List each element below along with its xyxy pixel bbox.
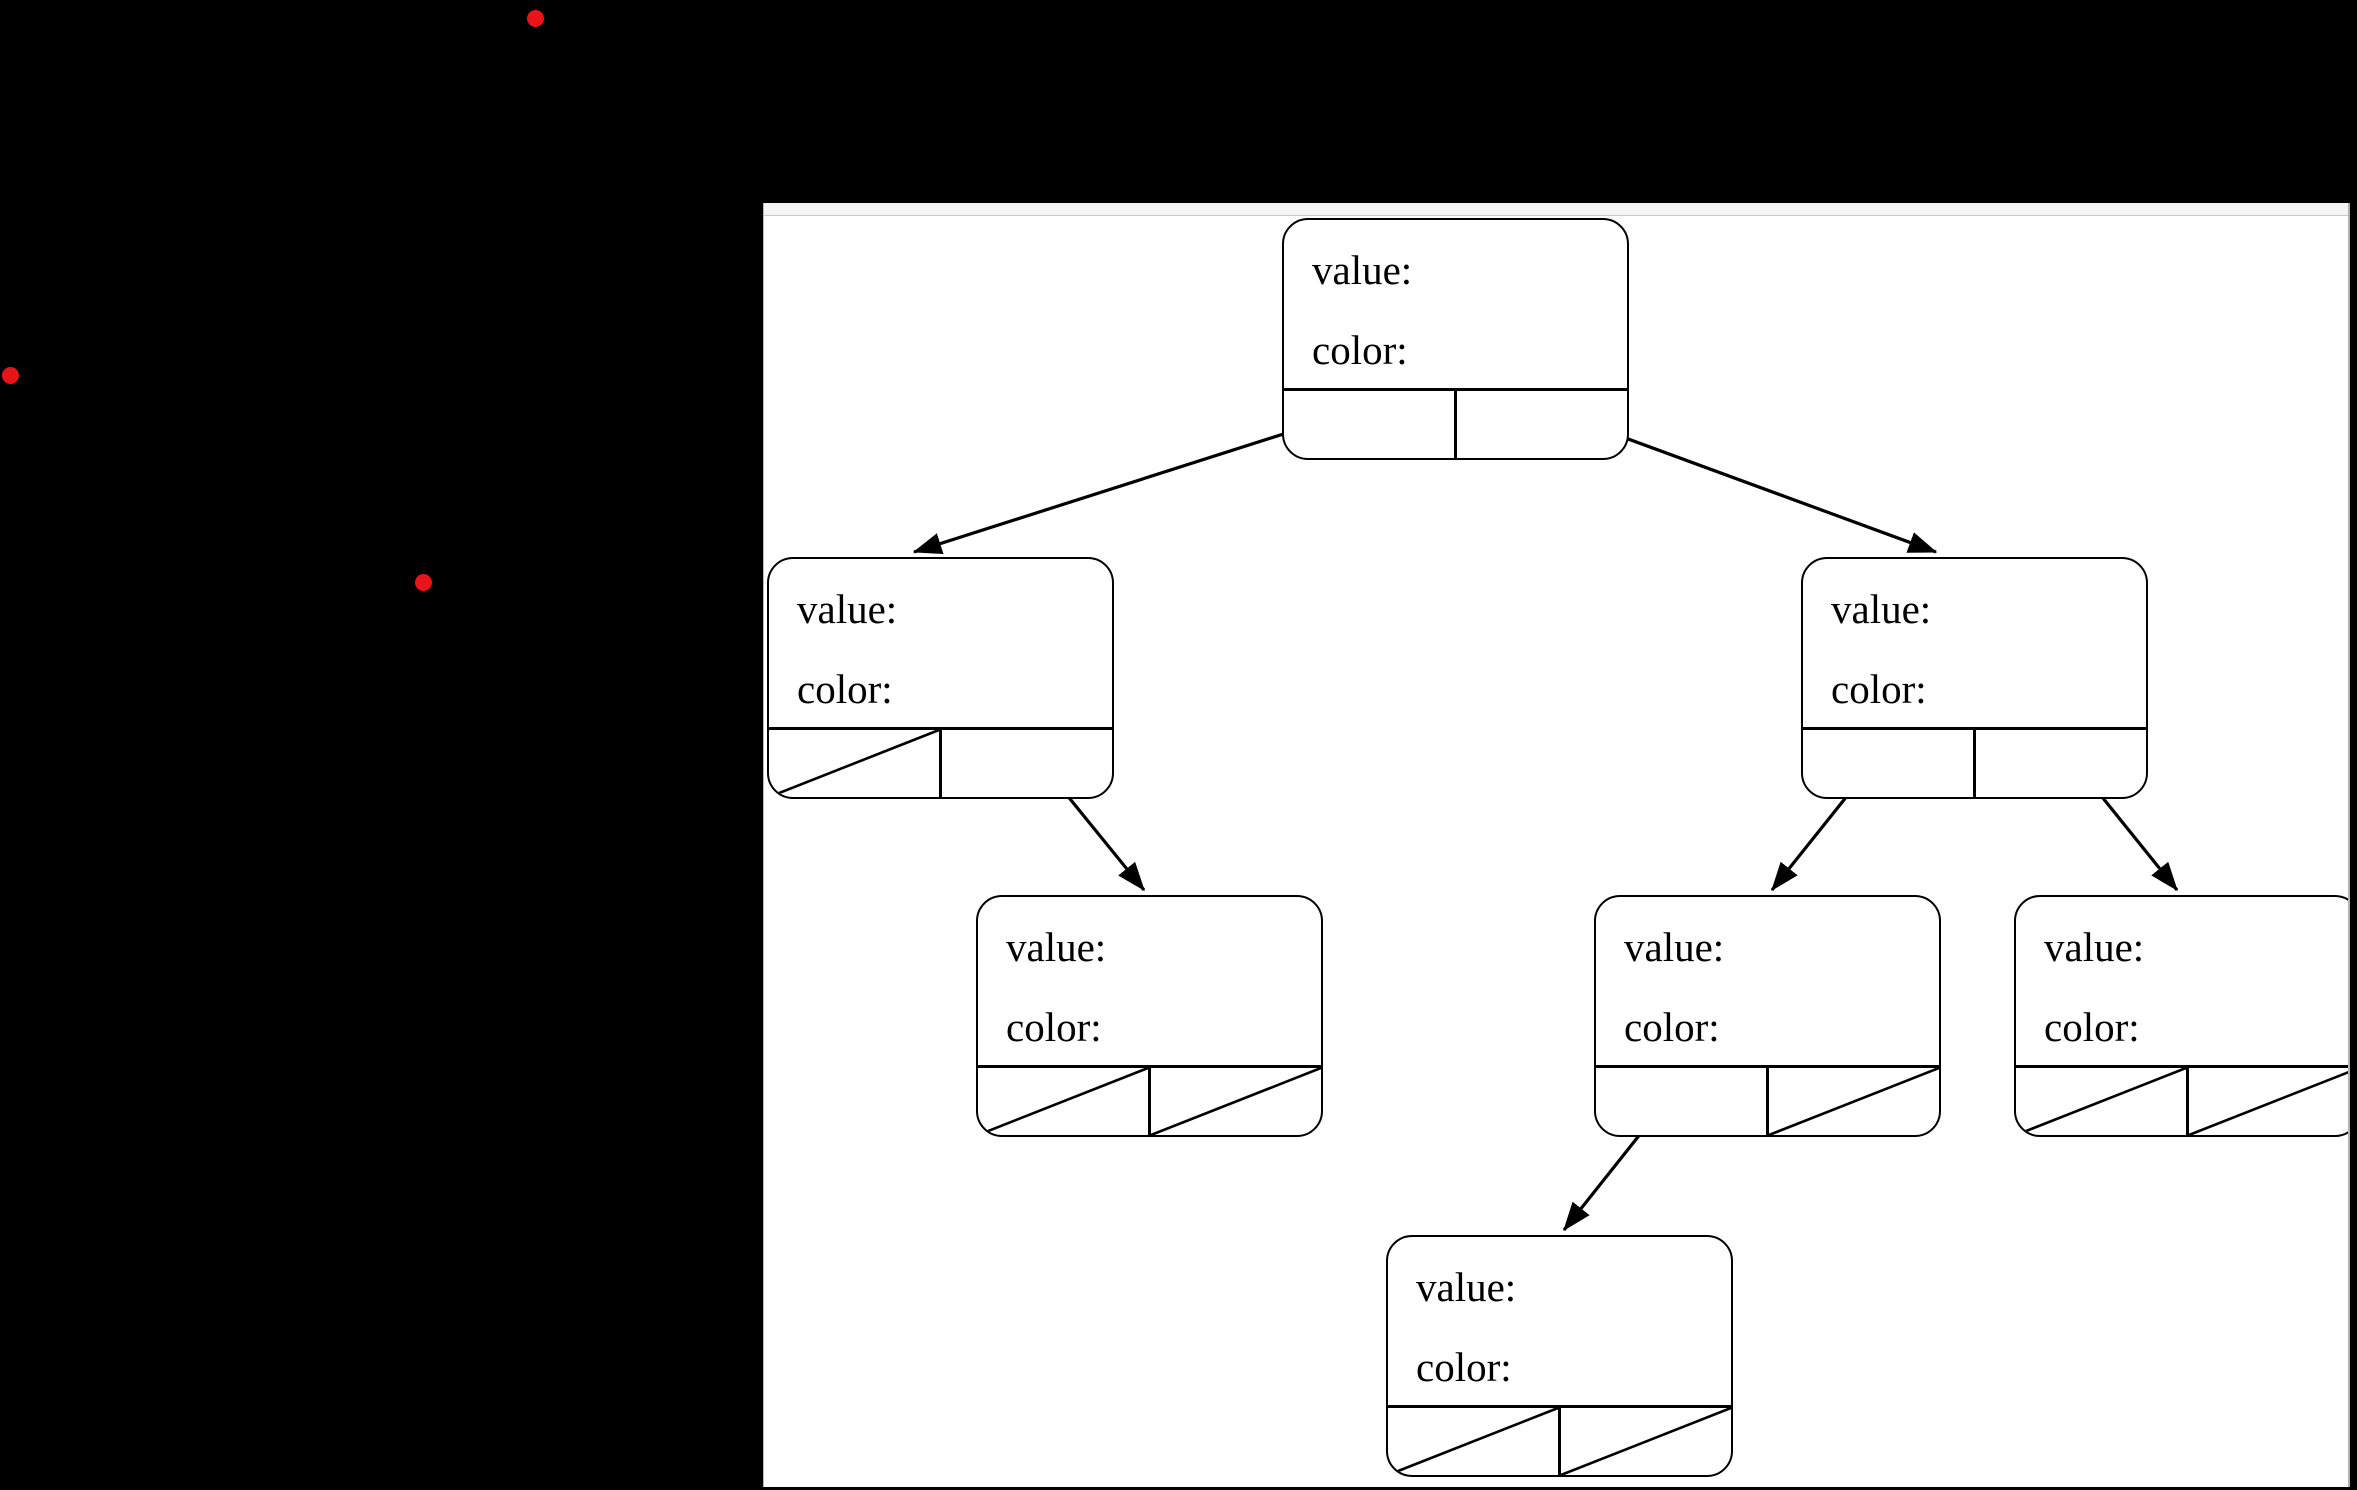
- node-value-label: value:: [1312, 247, 1413, 293]
- left-pointer-cell-null[interactable]: [978, 1068, 1148, 1135]
- node-pointers: [769, 727, 1112, 797]
- node-value-label: value:: [1831, 586, 1932, 632]
- tree-node-left[interactable]: value: color:: [767, 557, 1114, 799]
- null-pointer-slash-icon: [1388, 1408, 1558, 1475]
- node-value-label: value:: [797, 586, 898, 632]
- node-fields: value: color:: [1284, 220, 1627, 390]
- node-fields: value: color:: [1596, 897, 1939, 1067]
- null-pointer-slash-icon: [1769, 1068, 1939, 1135]
- null-pointer-slash-icon: [2189, 1068, 2348, 1135]
- node-color-label: color:: [797, 666, 893, 712]
- tree-node-right-left-left[interactable]: value: color:: [1386, 1235, 1733, 1477]
- red-dot-top: [527, 10, 544, 27]
- diagram-panel[interactable]: value: color: value: color:: [763, 203, 2350, 1487]
- right-pointer-cell-null[interactable]: [1766, 1068, 1939, 1135]
- left-pointer-cell[interactable]: [1596, 1068, 1766, 1135]
- node-value-label: value:: [2044, 924, 2145, 970]
- node-value-label: value:: [1416, 1264, 1517, 1310]
- node-color-label: color:: [1624, 1004, 1720, 1050]
- node-color-label: color:: [1006, 1004, 1102, 1050]
- panel-titlebar: [764, 203, 2348, 216]
- null-pointer-slash-icon: [2016, 1068, 2186, 1135]
- null-pointer-slash-icon: [978, 1068, 1148, 1135]
- node-fields: value: color:: [978, 897, 1321, 1067]
- right-pointer-cell[interactable]: [1973, 730, 2146, 797]
- node-fields: value: color:: [769, 559, 1112, 729]
- red-dot-left: [2, 367, 19, 384]
- right-pointer-cell-null[interactable]: [1558, 1408, 1731, 1475]
- node-pointers: [1596, 1065, 1939, 1135]
- node-pointers: [978, 1065, 1321, 1135]
- left-pointer-cell-null[interactable]: [2016, 1068, 2186, 1135]
- right-pointer-cell-null[interactable]: [1148, 1068, 1321, 1135]
- right-pointer-cell-null[interactable]: [2186, 1068, 2348, 1135]
- left-pointer-cell[interactable]: [1803, 730, 1973, 797]
- right-pointer-cell[interactable]: [939, 730, 1112, 797]
- null-pointer-slash-icon: [1151, 1068, 1321, 1135]
- node-fields: value: color:: [1388, 1237, 1731, 1407]
- tree-node-right-right[interactable]: value: color:: [2014, 895, 2348, 1137]
- node-value-label: value:: [1006, 924, 1107, 970]
- node-color-label: color:: [1831, 666, 1927, 712]
- left-pointer-cell[interactable]: [1284, 391, 1454, 458]
- tree-node-right-left[interactable]: value: color:: [1594, 895, 1941, 1137]
- tree-node-left-right[interactable]: value: color:: [976, 895, 1323, 1137]
- right-pointer-cell[interactable]: [1454, 391, 1627, 458]
- red-dot-middle: [415, 574, 432, 591]
- tree-node-root[interactable]: value: color:: [1282, 218, 1629, 460]
- left-pointer-cell-null[interactable]: [769, 730, 939, 797]
- null-pointer-slash-icon: [1561, 1408, 1731, 1475]
- left-pointer-cell-null[interactable]: [1388, 1408, 1558, 1475]
- node-color-label: color:: [2044, 1004, 2140, 1050]
- node-color-label: color:: [1416, 1344, 1512, 1390]
- node-fields: value: color:: [2016, 897, 2348, 1067]
- node-value-label: value:: [1624, 924, 1725, 970]
- node-pointers: [1284, 388, 1627, 458]
- diagram-canvas[interactable]: value: color: value: color:: [764, 217, 2348, 1487]
- node-pointers: [1803, 727, 2146, 797]
- node-color-label: color:: [1312, 327, 1408, 373]
- tree-node-right[interactable]: value: color:: [1801, 557, 2148, 799]
- node-pointers: [2016, 1065, 2348, 1135]
- node-fields: value: color:: [1803, 559, 2146, 729]
- node-pointers: [1388, 1405, 1731, 1475]
- null-pointer-slash-icon: [769, 730, 939, 797]
